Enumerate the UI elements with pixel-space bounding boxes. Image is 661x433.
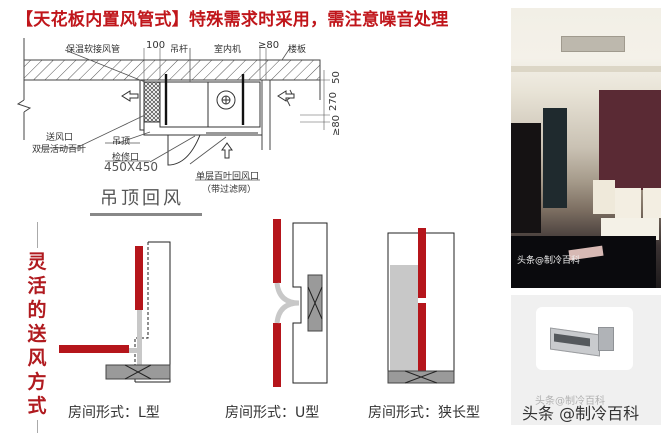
interior-photo [511,8,661,288]
label-dim-100: 100 [146,40,166,51]
narrow-type-drawing [387,228,455,384]
wall-panel [599,90,661,190]
label-dim-50: 50 [330,71,342,84]
ceiling-duct-section-drawing: 保温软接风管 100 吊杆 室内机 ≥80 楼板 50 270 ≥80 送风口 … [0,30,500,220]
room-layout-narrow-type [385,225,455,389]
photo-watermark: 头条@制冷百科 [517,256,581,266]
label-suspended-ceiling: 吊顶 [112,137,131,147]
heading-char: 风 [27,347,47,369]
product-panel [511,295,661,425]
label-supply-outlet: 送风口 [46,133,74,143]
u-type-drawing [273,219,328,387]
heading-char: 灵 [27,251,47,273]
ottoman [601,218,659,240]
caption-u-type: 房间形式：U型 [225,405,320,421]
divider-top [37,222,38,248]
label-dim-ge80-top: ≥80 [258,40,280,51]
label-supply-outlet-type: 双层活动百叶 [32,145,87,155]
attribution: 头条 @制冷百科 [522,404,640,423]
dining-chair [643,188,661,218]
label-hanger-rod: 吊杆 [170,45,189,55]
dining-chair [593,180,615,214]
coffee-table [511,236,656,288]
caption-underline [90,213,202,216]
label-access-panel-size: 450X450 [104,160,159,174]
room-layout-u-type [265,215,335,399]
cabinet [511,123,541,233]
heading-char: 活 [27,275,47,297]
caption-l-type: 房间形式：L型 [68,405,160,421]
cad-caption: 吊顶回风 [100,188,184,209]
heading-char: 送 [27,323,47,345]
label-indoor-unit: 室内机 [214,45,242,55]
doorway [543,108,567,208]
ceiling-vent-grille [561,36,625,52]
product-card [536,307,633,370]
ceiling-step [511,66,661,72]
ducted-ac-unit-icon [550,327,614,357]
label-insulated-flex-duct: 保温软接风管 [66,45,121,55]
caption-narrow-type: 房间形式：狭长型 [368,405,480,421]
heading-char: 方 [27,371,47,393]
divider-bottom [37,420,38,433]
attribution-ghost: 头条@制冷百科 [535,396,605,407]
dining-chair [615,188,641,218]
heading-char: 式 [27,395,47,417]
l-type-drawing [59,241,171,383]
heading-char: 的 [27,299,47,321]
room-layout-l-type [55,240,185,389]
label-dim-270: 270 [328,91,340,112]
label-return-grille: 单层百叶回风口 [196,172,260,182]
cad-linework [16,38,330,181]
label-return-grille-note: （带过滤网） [202,185,257,195]
page-title: 【天花板内置风管式】特殊需求时采用，需注意噪音处理 [16,10,449,30]
label-floor-slab: 楼板 [288,45,307,55]
side-heading: 灵 活 的 送 风 方 式 [26,250,48,418]
label-dim-ge80-side: ≥80 [331,114,343,137]
label-access-panel: 检修口 [112,153,140,163]
